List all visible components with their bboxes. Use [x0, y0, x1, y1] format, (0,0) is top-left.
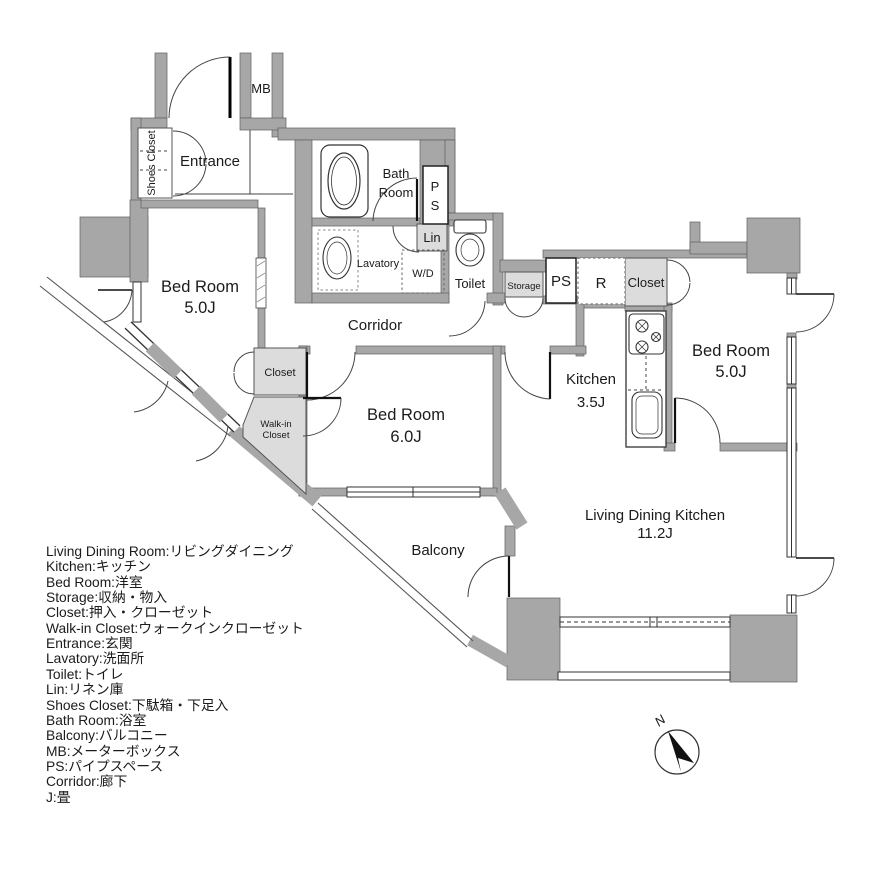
- storage-box: [504, 271, 544, 298]
- legend-line: PS:パイプスペース: [46, 759, 163, 774]
- shoes-closet-door: [172, 130, 207, 164]
- legend-line: Closet:押入・クローゼット: [46, 605, 213, 620]
- doors: [98, 56, 835, 598]
- diagonal-window: [124, 321, 241, 433]
- pipe-space-top-label-p: P: [431, 179, 440, 194]
- closet-left-box: [253, 347, 307, 396]
- storage-door: [523, 297, 544, 318]
- shoes-closet-box: [137, 127, 173, 199]
- mb-label: MB: [251, 81, 271, 96]
- walk-in-closet-box: [242, 396, 307, 496]
- north-arrow-icon: [668, 731, 694, 772]
- legend-line: Lin:リネン庫: [46, 682, 124, 697]
- legend-line: J:畳: [46, 790, 71, 805]
- bedroom5-sliding-door: [255, 257, 267, 309]
- legend-line: Living Dining Room:リビングダイニング: [46, 544, 294, 559]
- legend-line: Balcony:バルコニー: [46, 728, 168, 743]
- bath-room-label2: Room: [379, 185, 414, 200]
- kitchen-name: Kitchen: [566, 371, 616, 388]
- storage-door: [504, 297, 525, 318]
- service-balcony-door-top: [795, 293, 835, 333]
- interior-lines: [140, 130, 664, 391]
- bedroom-mid-name: Bed Room: [367, 406, 445, 424]
- legend-line: Walk-in Closet:ウォークインクローゼット: [46, 621, 304, 636]
- ldk-size: 11.2J: [637, 525, 673, 542]
- bedroom-left-size: 5.0J: [184, 299, 215, 317]
- washer-dryer-space: [401, 249, 445, 294]
- pipe-space-top-label-s: S: [431, 198, 440, 213]
- walls: [79, 52, 801, 683]
- closet-right-label: Closet: [628, 275, 665, 290]
- lavatory-label: Lavatory: [357, 258, 400, 270]
- legend-line: Lavatory:洗面所: [46, 651, 144, 666]
- bedroom-right-door: [673, 397, 721, 444]
- pipe-space-right-label: PS: [551, 273, 571, 290]
- kitchen-stove: [628, 313, 665, 355]
- lavatory-sink: [322, 236, 352, 280]
- bedroom-right-size: 5.0J: [715, 363, 746, 381]
- legend-line: Kitchen:キッチン: [46, 559, 151, 574]
- corridor-label: Corridor: [348, 317, 402, 334]
- pipe-space-top-box: [422, 165, 449, 225]
- closet-right-box: [624, 257, 668, 307]
- kitchen-door: [504, 351, 552, 400]
- bathtub: [320, 144, 369, 218]
- pipe-space-right-box: [545, 257, 577, 304]
- bath-door: [372, 177, 419, 222]
- closet-left-door: [233, 372, 255, 395]
- legend-line: Bath Room:浴室: [46, 712, 147, 728]
- compass-circle: [654, 729, 700, 775]
- diagonal-window-doors: [98, 289, 229, 462]
- linen-box: [416, 223, 448, 252]
- kitchen-sink: [631, 391, 663, 439]
- shoes-closet-door: [172, 163, 207, 197]
- legend-line: Bed Room:洋室: [46, 574, 143, 590]
- room-labels: MB Entrance Shoes Closet Bath Room P S L…: [146, 81, 770, 559]
- entrance-door: [168, 56, 232, 119]
- bedroom6-door: [305, 351, 356, 401]
- washer-dryer-label: W/D: [412, 268, 433, 280]
- closet-left-door: [233, 351, 255, 373]
- toilet-door: [448, 300, 486, 337]
- storage-label: Storage: [507, 281, 540, 292]
- walk-in-closet-door: [302, 396, 342, 437]
- balcony-label: Balcony: [411, 542, 465, 559]
- balcony-parapet: [557, 671, 731, 681]
- bath-room-label: Bath: [383, 166, 410, 181]
- walk-in-closet-label1: Walk-in: [260, 419, 291, 430]
- windows: [132, 277, 797, 681]
- toilet-label: Toilet: [455, 276, 486, 291]
- ldk-name: Living Dining Kitchen: [585, 507, 725, 524]
- legend: Living Dining Room:リビングダイニング Kitchen:キッチ…: [46, 544, 304, 805]
- shoes-closet-label: Shoes Closet: [146, 130, 158, 195]
- legend-line: Corridor:廊下: [46, 773, 127, 789]
- bedroom-mid-size: 6.0J: [390, 428, 421, 446]
- refrigerator-space-box: [577, 257, 626, 305]
- bedroom-right-name: Bed Room: [692, 342, 770, 360]
- lavatory-counter: [317, 229, 359, 291]
- service-balcony-door-bottom: [795, 557, 835, 597]
- legend-line: MB:メーターボックス: [46, 744, 181, 759]
- linen-label: Lin: [423, 230, 440, 245]
- legend-line: Storage:収納・物入: [46, 590, 167, 605]
- legend-line: Entrance:玄関: [46, 635, 133, 651]
- walk-in-closet-label2: Closet: [263, 430, 290, 441]
- balcony-door: [467, 555, 511, 598]
- bedroom-left-name: Bed Room: [161, 278, 239, 296]
- closet-left-label: Closet: [264, 367, 295, 379]
- closet-right-door: [666, 282, 691, 306]
- refrigerator-label: R: [596, 275, 607, 292]
- bedroom5-side-window: [132, 281, 142, 323]
- legend-line: Shoes Closet:下駄箱・下足入: [46, 698, 229, 713]
- lavatory-door: [392, 225, 420, 253]
- compass: N: [652, 711, 700, 775]
- compass-north-label: N: [652, 711, 669, 729]
- legend-line: Toilet:トイレ: [46, 667, 123, 682]
- toilet-fixture: [453, 219, 487, 267]
- kitchen-size: 3.5J: [577, 394, 605, 411]
- closet-right-door: [666, 259, 691, 283]
- entrance-label: Entrance: [180, 153, 240, 170]
